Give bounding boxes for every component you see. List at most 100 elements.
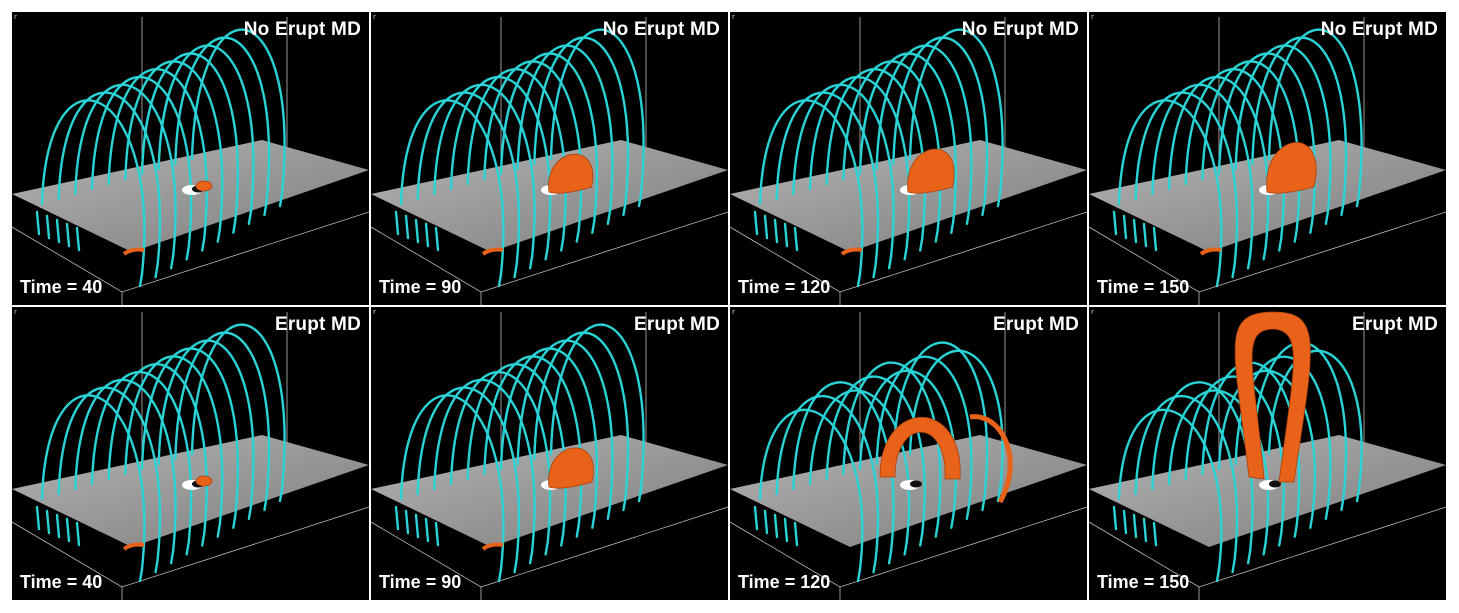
field-line bbox=[57, 91, 162, 267]
field-line bbox=[792, 381, 895, 553]
axis-label: r bbox=[732, 13, 735, 21]
field-line-foot bbox=[1142, 517, 1148, 543]
field-line-foot bbox=[544, 246, 549, 261]
field-line bbox=[449, 75, 552, 249]
field-line-foot bbox=[793, 226, 799, 252]
time-label: Time = 120 bbox=[738, 572, 831, 592]
field-line-foot bbox=[247, 505, 253, 520]
field-line-foot bbox=[1309, 219, 1314, 234]
field-line bbox=[1267, 28, 1363, 196]
field-line bbox=[533, 331, 630, 500]
flux-rope-submerged bbox=[1199, 247, 1222, 256]
field-line-foot bbox=[65, 222, 71, 248]
field-line bbox=[433, 83, 536, 258]
field-line bbox=[892, 36, 989, 205]
field-line bbox=[892, 341, 989, 500]
field-line bbox=[157, 339, 255, 508]
field-line-foot bbox=[1231, 558, 1236, 574]
field-line-foot bbox=[278, 192, 284, 208]
field-line-foot bbox=[1262, 541, 1267, 556]
field-line-foot bbox=[201, 237, 206, 252]
flux-rope-core bbox=[1266, 142, 1317, 194]
field-line-foot bbox=[1278, 237, 1283, 252]
field-lines bbox=[394, 28, 645, 288]
field-line bbox=[1117, 408, 1223, 571]
field-line-render bbox=[12, 312, 369, 600]
field-line-foot bbox=[528, 550, 534, 565]
field-lines bbox=[35, 28, 286, 288]
panel-no-erupt-t90: r No Erupt MD Time = 90 bbox=[371, 12, 728, 305]
field-line-foot bbox=[950, 514, 955, 529]
field-line-foot bbox=[45, 214, 51, 240]
field-line bbox=[1234, 44, 1332, 213]
field-line-foot bbox=[1132, 513, 1138, 539]
field-line bbox=[908, 28, 1004, 196]
field-line-foot bbox=[497, 272, 503, 288]
field-line-foot bbox=[232, 514, 237, 529]
polarity-spot bbox=[910, 480, 922, 488]
field-line bbox=[1134, 91, 1239, 267]
simulation-panel-grid: r No Erupt MD Time = 40 r No Erupt MD Ti… bbox=[12, 12, 1446, 600]
field-line bbox=[516, 44, 614, 213]
field-line-foot bbox=[1340, 496, 1345, 512]
field-line-foot bbox=[35, 210, 41, 236]
field-line bbox=[1217, 52, 1316, 222]
field-line bbox=[516, 339, 614, 508]
axis-label: r bbox=[732, 308, 735, 316]
field-line-foot bbox=[154, 558, 159, 574]
field-line-foot bbox=[1340, 201, 1345, 217]
field-line bbox=[875, 44, 973, 213]
flux-rope-strand bbox=[969, 414, 1013, 504]
field-line-foot bbox=[394, 505, 400, 531]
field-line-foot bbox=[75, 521, 81, 547]
field-line-foot bbox=[773, 218, 779, 244]
axis-label: r bbox=[1091, 13, 1094, 21]
field-line bbox=[416, 91, 521, 267]
field-line-foot bbox=[1293, 228, 1298, 243]
field-line bbox=[1251, 36, 1348, 205]
field-line-foot bbox=[1278, 532, 1283, 547]
field-line-render bbox=[12, 17, 369, 305]
field-line bbox=[549, 28, 645, 196]
field-line bbox=[533, 36, 630, 205]
field-line-foot bbox=[872, 558, 877, 574]
flux-rope-submerged bbox=[122, 542, 145, 551]
field-line-foot bbox=[434, 521, 440, 547]
flux-rope bbox=[481, 447, 594, 551]
field-line-foot bbox=[965, 505, 971, 520]
field-line bbox=[1217, 369, 1316, 517]
field-line-foot bbox=[981, 496, 986, 512]
field-line-foot bbox=[872, 263, 877, 279]
flux-rope-submerged bbox=[840, 247, 863, 256]
axis-label: r bbox=[14, 308, 17, 316]
field-line-foot bbox=[216, 523, 221, 538]
field-line bbox=[1151, 83, 1254, 258]
field-line-foot bbox=[793, 521, 799, 547]
polarity-spot bbox=[1269, 480, 1281, 488]
field-lines bbox=[35, 323, 286, 583]
field-line bbox=[140, 347, 239, 517]
panel-title: Erupt MD bbox=[274, 314, 361, 335]
flux-rope-submerged bbox=[481, 542, 504, 551]
field-line-foot bbox=[591, 514, 596, 529]
field-line-foot bbox=[138, 272, 144, 288]
field-line-foot bbox=[560, 532, 565, 547]
field-line-foot bbox=[154, 263, 159, 279]
field-line bbox=[40, 394, 146, 571]
field-line bbox=[858, 52, 957, 222]
field-line-foot bbox=[783, 222, 789, 248]
field-line-foot bbox=[591, 219, 596, 234]
field-line bbox=[190, 28, 286, 196]
field-line-foot bbox=[856, 567, 862, 583]
field-line-foot bbox=[216, 228, 221, 243]
panel-title: No Erupt MD bbox=[243, 19, 361, 40]
flux-rope-core bbox=[907, 148, 955, 194]
field-line bbox=[1201, 361, 1301, 526]
field-line-foot bbox=[887, 255, 893, 270]
field-line-foot bbox=[1309, 514, 1314, 529]
panel-erupt-t90: r Erupt MD Time = 90 bbox=[371, 307, 728, 600]
field-line-foot bbox=[763, 214, 769, 240]
flux-rope-submerged bbox=[122, 247, 145, 256]
field-line-foot bbox=[247, 210, 253, 225]
field-line-foot bbox=[169, 255, 175, 270]
